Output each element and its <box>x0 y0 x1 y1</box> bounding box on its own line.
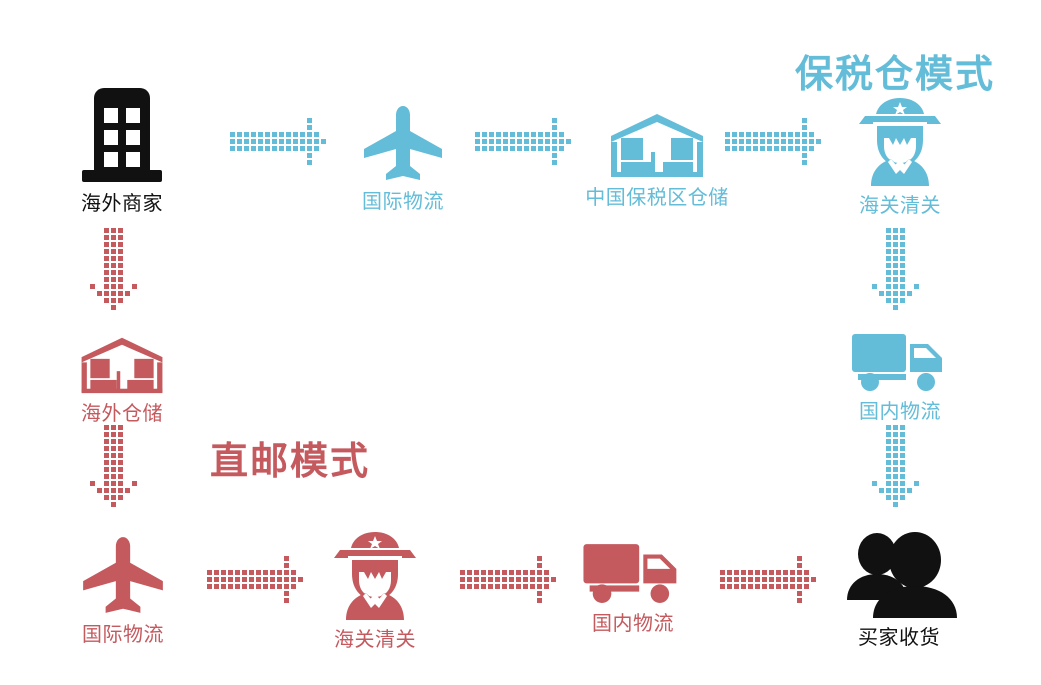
node-label: 买家收货 <box>858 627 940 649</box>
airplane-icon <box>77 535 169 620</box>
node-domestic-logistics-bonded[interactable]: 国内物流 <box>845 330 955 423</box>
node-china-bonded-warehouse[interactable]: 中国保税区仓储 <box>562 112 752 209</box>
node-domestic-logistics-direct[interactable]: 国内物流 <box>578 540 688 635</box>
arrow-domestic-to-buyer <box>866 423 922 511</box>
node-label: 国内物流 <box>859 401 941 423</box>
node-label: 海外商家 <box>81 193 163 215</box>
direct-mail-mode-title: 直邮模式 <box>210 441 371 483</box>
arrow-intl-to-customs <box>205 550 309 606</box>
arrow-customs-to-domestic <box>866 226 922 314</box>
delivery-truck-icon <box>850 330 950 397</box>
arrow-merchant-to-intl <box>228 112 332 168</box>
delivery-truck-icon <box>581 540 685 609</box>
node-buyer-receives[interactable]: 买家收货 <box>838 528 960 649</box>
node-label: 国内物流 <box>592 613 674 635</box>
bonded-warehouse-mode-title: 保税仓模式 <box>795 54 996 96</box>
node-overseas-warehouse[interactable]: 海外仓储 <box>68 336 176 425</box>
arrow-merchant-to-overseas-wh <box>84 226 140 314</box>
office-building-icon <box>72 82 172 189</box>
arrow-bonded-to-customs <box>723 112 827 168</box>
node-customs-clearance-direct[interactable]: 海关清关 <box>320 530 430 651</box>
node-label: 海外仓储 <box>81 403 163 425</box>
warehouse-icon <box>74 336 170 399</box>
arrow-overseas-wh-to-intl <box>84 423 140 511</box>
arrow-customs-to-domestic-d <box>458 550 562 606</box>
customs-officer-icon <box>853 96 947 191</box>
arrow-domestic-to-buyer-d <box>718 550 822 606</box>
node-label: 海关清关 <box>859 195 941 217</box>
node-customs-clearance-bonded[interactable]: 海关清关 <box>845 96 955 217</box>
node-label: 中国保税区仓储 <box>585 187 729 209</box>
customs-officer-icon <box>328 530 422 625</box>
airplane-icon <box>358 104 448 187</box>
buyers-people-icon <box>841 528 957 623</box>
node-label: 国际物流 <box>82 624 164 646</box>
warehouse-icon <box>609 112 705 183</box>
node-label: 国际物流 <box>362 191 444 213</box>
node-label: 海关清关 <box>334 629 416 651</box>
node-international-logistics-direct[interactable]: 国际物流 <box>68 535 178 646</box>
node-international-logistics-bonded[interactable]: 国际物流 <box>348 104 458 213</box>
node-overseas-merchant[interactable]: 海外商家 <box>62 82 182 215</box>
arrow-intl-to-bonded <box>473 112 577 168</box>
